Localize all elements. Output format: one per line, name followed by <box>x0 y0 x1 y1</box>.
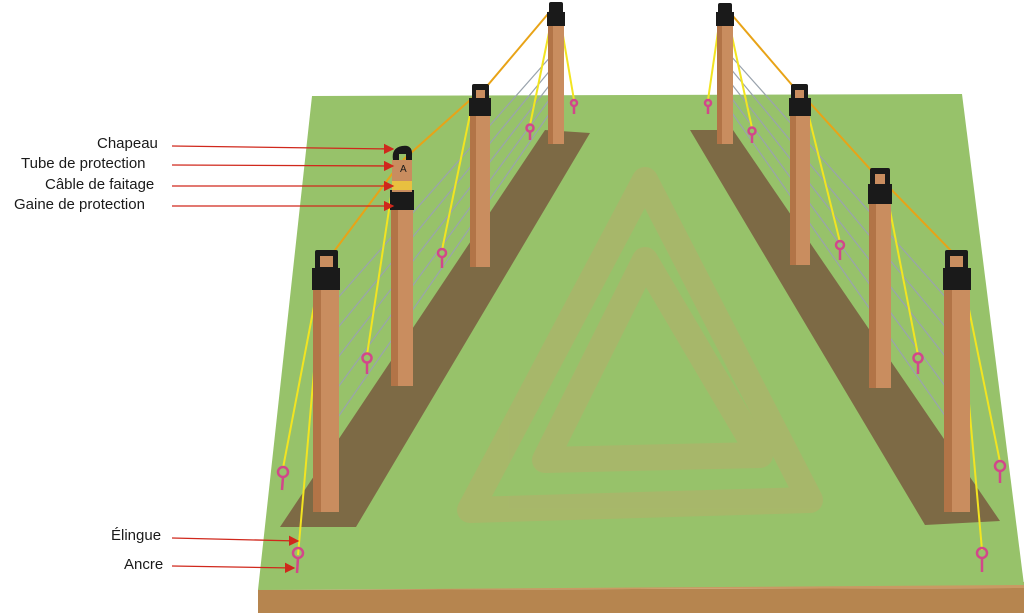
post-left-4 <box>312 250 340 512</box>
label-ancre: Ancre <box>124 556 164 573</box>
label-tube-de-protection: Tube de protection <box>21 155 146 172</box>
arrow-tube <box>171 160 395 172</box>
post-left-2 <box>469 84 491 267</box>
arrow-ancre <box>171 562 296 574</box>
worn-path-triangle <box>457 167 823 523</box>
ground-front-side <box>258 588 1024 613</box>
post-right-1 <box>716 3 734 144</box>
trellis-wires-left <box>335 54 553 421</box>
post-left-3: A <box>390 145 414 386</box>
post-left-1 <box>547 2 565 144</box>
label-gaine-de-protection: Gaine de protection <box>14 196 145 213</box>
label-elingue: Élingue <box>111 527 162 544</box>
trellis-wires-right <box>729 54 949 421</box>
anchors-left <box>276 98 579 574</box>
anchors-right <box>703 98 1007 572</box>
arrow-elingue <box>171 535 300 546</box>
soil-strip-right <box>690 130 1000 525</box>
label-chapeau: Chapeau <box>97 135 158 152</box>
post-right-4 <box>943 250 971 512</box>
post-right-3 <box>868 168 892 388</box>
post-right-2 <box>789 84 811 265</box>
callout-arrows <box>171 143 395 574</box>
ridge-cable-right <box>725 7 963 263</box>
ridge-cable-left <box>325 7 554 263</box>
arrow-chapeau <box>171 143 395 155</box>
svg-text:A: A <box>400 164 407 175</box>
soil-strip-left <box>280 130 590 527</box>
label-cable-de-faitage: Câble de faitage <box>45 176 155 193</box>
